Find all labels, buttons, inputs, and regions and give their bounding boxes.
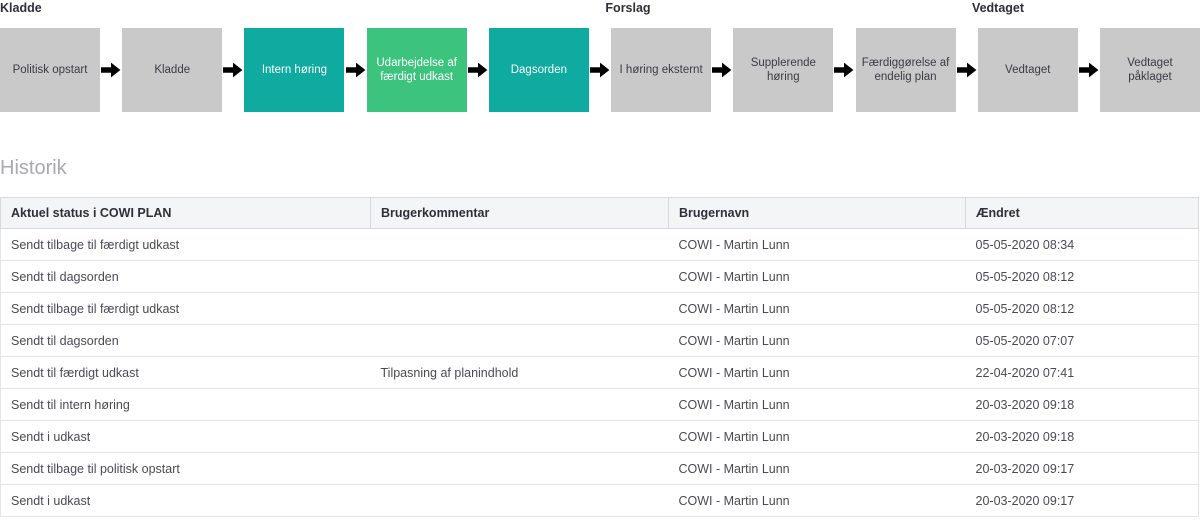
cell-comment: [370, 420, 669, 453]
arrow-right-icon: [222, 28, 244, 112]
workflow-stage[interactable]: Politisk opstart: [0, 28, 100, 112]
arrow-right-icon: [100, 28, 122, 112]
cell-status: Sendt i udkast: [0, 484, 371, 517]
table-row[interactable]: Sendt tilbage til politisk opstart COWI -…: [0, 452, 1199, 485]
cell-status: Sendt tilbage til færdigt udkast: [0, 292, 371, 325]
table-header-row: Aktuel status i COWI PLAN Brugerkommenta…: [0, 197, 1199, 229]
cell-status: Sendt i udkast: [0, 420, 371, 453]
cell-changed: 20-03-2020 09:18: [965, 420, 1199, 453]
cell-status: Sendt til færdigt udkast: [0, 356, 371, 389]
cell-comment: [370, 324, 669, 357]
cell-status: Sendt til dagsorden: [0, 260, 371, 293]
cell-status: Sendt tilbage til politisk opstart: [0, 452, 371, 485]
cell-user: COWI - Martin Lunn: [668, 356, 966, 389]
arrow-right-icon: [956, 28, 978, 112]
table-row[interactable]: Sendt til intern høring COWI - Martin Lun…: [0, 388, 1199, 421]
cell-comment: Tilpasning af planindhold: [370, 356, 669, 389]
workflow-stage[interactable]: Dagsorden: [488, 28, 589, 112]
cell-user: COWI - Martin Lunn: [668, 388, 966, 421]
column-header-user[interactable]: Brugernavn: [668, 197, 966, 229]
cell-user: COWI - Martin Lunn: [668, 292, 966, 325]
cell-changed: 20-03-2020 09:17: [965, 484, 1199, 517]
workflow-stage[interactable]: Kladde: [122, 28, 223, 112]
column-header-comment[interactable]: Brugerkommentar: [370, 197, 669, 229]
arrow-right-icon: [467, 28, 489, 112]
workflow-stage-label: Udarbejdelse af færdigt udkast: [376, 57, 457, 83]
history-table-header: Aktuel status i COWI PLAN Brugerkommenta…: [0, 197, 1199, 229]
phase-label: Vedtaget: [971, 1, 1025, 15]
cell-user: COWI - Martin Lunn: [668, 260, 966, 293]
cell-comment: [370, 484, 669, 517]
cell-changed: 22-04-2020 07:41: [965, 356, 1199, 389]
cell-changed: 20-03-2020 09:18: [965, 388, 1199, 421]
workflow-stage[interactable]: Vedtaget: [977, 28, 1078, 112]
cell-comment: [370, 452, 669, 485]
workflow-stage-row: Politisk opstart Kladde Intern høring Udarb…: [0, 28, 1200, 112]
cell-user: COWI - Martin Lunn: [668, 484, 966, 517]
workflow-stage-label: I høring eksternt: [619, 64, 703, 76]
cell-comment: [370, 228, 669, 261]
arrow-right-icon: [1078, 28, 1100, 112]
arrow-right-icon: [589, 28, 611, 112]
cell-comment: [370, 292, 669, 325]
workflow-stage[interactable]: Udarbejdelse af færdigt udkast: [366, 28, 467, 112]
workflow-stage-label: Intern høring: [261, 64, 328, 76]
arrow-right-icon: [344, 28, 366, 112]
history-table: Aktuel status i COWI PLAN Brugerkommenta…: [0, 197, 1199, 517]
workflow-stage-label: Vedtaget påklaget: [1127, 57, 1173, 83]
cell-comment: [370, 388, 669, 421]
arrow-right-icon: [711, 28, 733, 112]
cell-changed: 05-05-2020 08:12: [965, 260, 1199, 293]
cell-status: Sendt tilbage til færdigt udkast: [0, 228, 371, 261]
page-title: Historik: [0, 157, 67, 179]
workflow-stage[interactable]: Færdiggørelse af endelig plan: [855, 28, 956, 112]
workflow-stage-label: Politisk opstart: [12, 64, 88, 76]
workflow-stage-label: Dagsorden: [510, 64, 567, 76]
workflow-stage-label: Supplerende høring: [750, 57, 816, 83]
workflow-stage-label: Vedtaget: [1005, 64, 1051, 76]
cell-user: COWI - Martin Lunn: [668, 228, 966, 261]
workflow-stage[interactable]: Intern høring: [244, 28, 345, 112]
cell-user: COWI - Martin Lunn: [668, 420, 966, 453]
table-row[interactable]: Sendt tilbage til færdigt udkast COWI - M…: [0, 292, 1199, 325]
column-header-changed[interactable]: Ændret: [965, 197, 1199, 229]
workflow-stage[interactable]: Supplerende høring: [733, 28, 834, 112]
cell-changed: 05-05-2020 07:07: [965, 324, 1199, 357]
cell-user: COWI - Martin Lunn: [668, 324, 966, 357]
cell-status: Sendt til dagsorden: [0, 324, 371, 357]
cell-user: COWI - Martin Lunn: [668, 452, 966, 485]
cell-changed: 20-03-2020 09:17: [965, 452, 1199, 485]
phase-label: Kladde: [0, 1, 42, 15]
cell-comment: [370, 260, 669, 293]
cell-changed: 05-05-2020 08:34: [965, 228, 1199, 261]
column-header-status[interactable]: Aktuel status i COWI PLAN: [0, 197, 371, 229]
workflow-stage-label: Kladde: [154, 64, 191, 76]
table-row[interactable]: Sendt tilbage til færdigt udkast COWI - M…: [0, 228, 1199, 261]
workflow-stage[interactable]: I høring eksternt: [611, 28, 712, 112]
workflow-stage[interactable]: Vedtaget påklaget: [1099, 28, 1200, 112]
cell-changed: 05-05-2020 08:12: [965, 292, 1199, 325]
arrow-right-icon: [833, 28, 855, 112]
cell-status: Sendt til intern høring: [0, 388, 371, 421]
workflow-stage-label: Færdiggørelse af endelig plan: [861, 57, 950, 83]
phase-label: Forslag: [605, 1, 651, 15]
